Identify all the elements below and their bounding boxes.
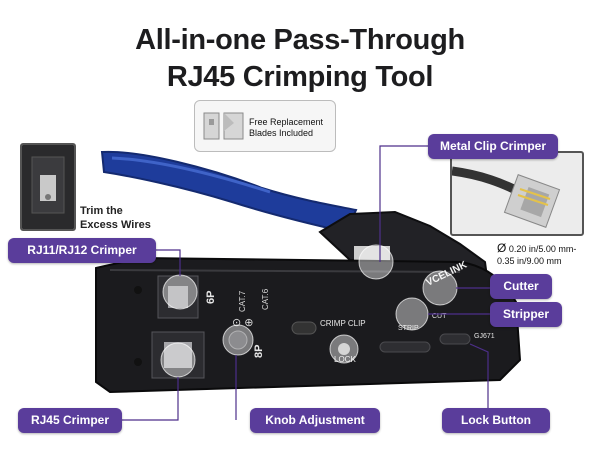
highlight-stripper — [395, 297, 429, 331]
print-cat6: CAT.6 — [261, 288, 270, 310]
metal-clip-inset-photo — [450, 151, 584, 236]
callout-lines — [96, 145, 494, 421]
knob-adjustment-label: Knob Adjustment — [250, 408, 380, 433]
cutter-label: Cutter — [490, 274, 552, 299]
print-cut: CUT — [432, 313, 447, 320]
print-lock: LOCK — [334, 355, 356, 364]
print-strip: STRIP — [398, 325, 419, 332]
print-crimp-clip: CRIMP CLIP — [320, 319, 366, 328]
stripper-label: Stripper — [490, 302, 562, 327]
trim-inset-photo — [20, 143, 76, 231]
print-8p: 8P — [253, 345, 265, 358]
replacement-blades-text: Free Replacement Blades Included — [249, 117, 324, 138]
blue-handle — [100, 150, 358, 234]
adjust-symbols: ⊙ ⊕ — [232, 317, 254, 329]
title-line-1: All-in-one Pass-Through — [135, 24, 465, 56]
metal-clip-crimper-label: Metal Clip Crimper — [428, 134, 558, 159]
print-model: GJ671 — [474, 333, 495, 340]
title-line-2: RJ45 Crimping Tool — [166, 61, 434, 93]
diameter-spec: Ø 0.20 in/5.00 mm- 0.35 in/9.00 mm — [497, 241, 577, 266]
highlight-clip — [358, 244, 394, 280]
knob — [228, 330, 248, 350]
highlight-rj45 — [160, 342, 196, 378]
trim-note: Trim the Excess Wires — [80, 205, 151, 231]
highlight-rj11 — [162, 274, 198, 310]
highlight-lock — [329, 334, 359, 364]
print-6p: 6P — [205, 291, 217, 304]
lock-button-label: Lock Button — [442, 408, 550, 433]
highlight-knob — [222, 324, 254, 356]
rj11-crimper-label: RJ11/RJ12 Crimper — [8, 238, 156, 263]
rj45-crimper-label: RJ45 Crimper — [18, 408, 122, 433]
blade-icons — [203, 112, 244, 140]
highlight-cutter — [422, 270, 458, 306]
lock-button — [338, 343, 350, 355]
replacement-blades-box — [194, 100, 336, 152]
print-cat7: CAT.7 — [238, 290, 247, 312]
